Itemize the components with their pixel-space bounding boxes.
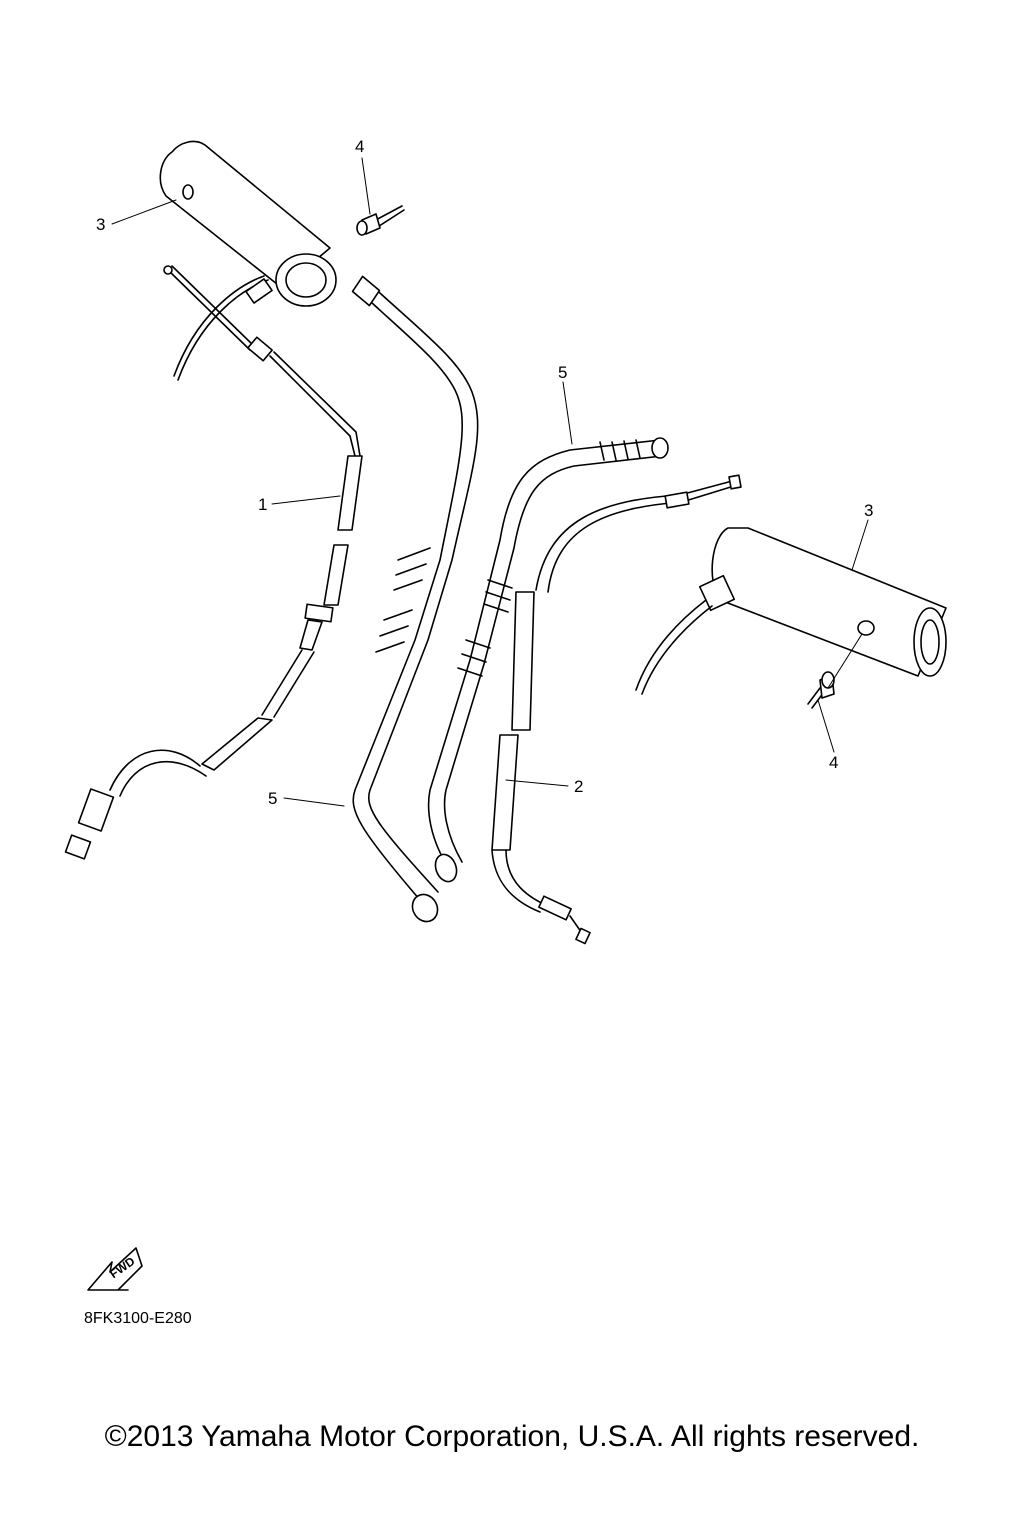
- pin-left-top[interactable]: [356, 205, 405, 236]
- callout-5-right: 5: [558, 363, 567, 382]
- copyright-notice: ©2013 Yamaha Motor Corporation, U.S.A. A…: [104, 1420, 920, 1453]
- throttle-cable-2[interactable]: [491, 474, 742, 945]
- callout-2: 2: [574, 777, 583, 796]
- throttle-cable-1[interactable]: [64, 265, 363, 860]
- forward-arrow-icon: FWD: [87, 1247, 143, 1291]
- grip-guide-left[interactable]: [351, 275, 479, 926]
- grip-heater-right[interactable]: [635, 527, 947, 695]
- callout-1: 1: [258, 495, 267, 514]
- grip-heater-left[interactable]: [159, 140, 337, 381]
- callout-4-right: 4: [829, 753, 838, 772]
- pin-right[interactable]: [807, 671, 835, 709]
- diagram-code: 8FK3100-E280: [84, 1310, 192, 1327]
- callout-3-left: 3: [96, 215, 105, 234]
- callout-5-left: 5: [268, 789, 277, 808]
- callout-3-right: 3: [864, 501, 873, 520]
- leader-lines: [111, 157, 869, 807]
- grip-guide-right[interactable]: [427, 437, 669, 885]
- callout-4-left: 4: [355, 137, 364, 156]
